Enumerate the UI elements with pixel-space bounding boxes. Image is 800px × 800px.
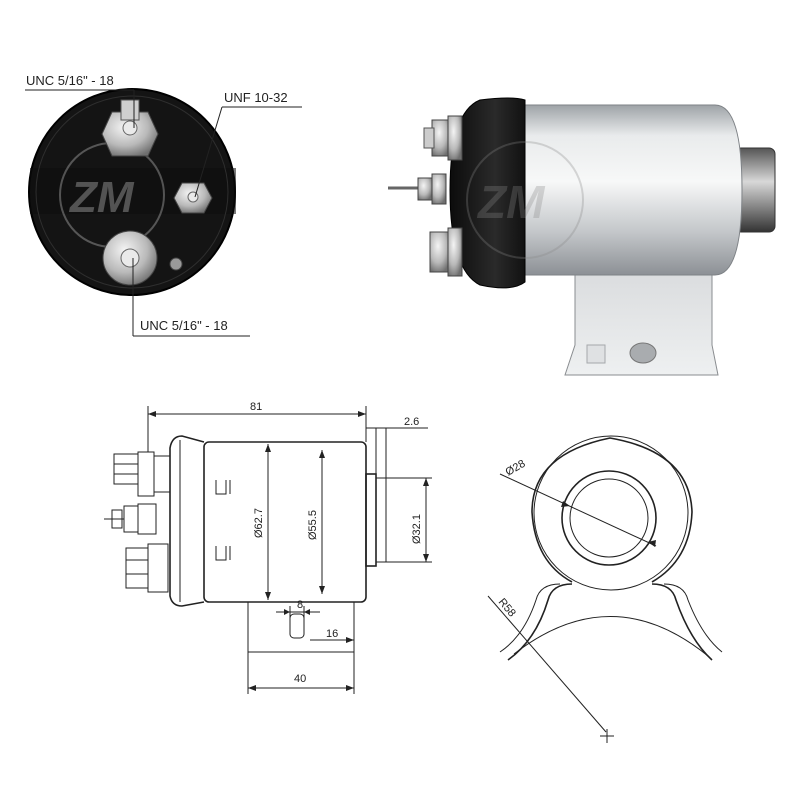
dim-label-16: 16 bbox=[326, 628, 338, 640]
callout-bottom-terminal: UNC 5/16" - 18 bbox=[140, 318, 228, 333]
side-top-terminal bbox=[113, 451, 171, 497]
end-bore-outer bbox=[561, 470, 657, 566]
cap-rim bbox=[35, 95, 229, 289]
dim-label-81: 81 bbox=[250, 401, 262, 413]
end-bracket-left-leg-outer bbox=[499, 583, 561, 653]
svg-text:ZM: ZM bbox=[68, 173, 135, 222]
callout-top-terminal: UNC 5/16" - 18 bbox=[26, 73, 114, 88]
solenoid-body bbox=[509, 104, 743, 276]
side-slot-top-a bbox=[215, 480, 227, 495]
side-view-drawing: 81 2.6 Ø62.7 Ø55.5 Ø32.1 8 16 bbox=[104, 401, 432, 694]
dim-line-58 bbox=[487, 595, 607, 733]
end-bracket-right-leg bbox=[651, 583, 713, 661]
terminal-end-view: ZM UNC 5/16" - 18 UNF 10-32 UNC 5/16" - … bbox=[25, 73, 302, 337]
dim-label-28: Ø28 bbox=[504, 458, 528, 479]
photo-small-stud bbox=[388, 173, 447, 205]
side-bottom-terminal bbox=[125, 543, 169, 593]
photo-bottom-stud bbox=[429, 227, 463, 277]
dim-label-58: R58 bbox=[496, 596, 518, 619]
side-cap-outline bbox=[169, 435, 205, 607]
side-plunger bbox=[375, 477, 387, 563]
small-terminal-stud bbox=[173, 182, 213, 214]
bracket-end-view: Ø28 R58 bbox=[487, 435, 723, 743]
end-body-circle bbox=[533, 435, 689, 591]
dim-label-40: 40 bbox=[294, 673, 306, 685]
dim-label-8: 8 bbox=[297, 599, 303, 611]
zm-watermark-photo: ZM bbox=[466, 141, 584, 259]
dim-line-28 bbox=[499, 473, 657, 547]
side-bracket bbox=[247, 602, 355, 653]
end-bracket-left-leg bbox=[507, 583, 573, 661]
side-plunger-flange bbox=[365, 473, 377, 567]
side-bracket-slot bbox=[289, 613, 305, 639]
bracket-tab bbox=[586, 344, 606, 364]
end-bracket-right-leg-outer bbox=[663, 583, 723, 653]
end-bore-inner bbox=[569, 478, 649, 558]
photo-top-stud bbox=[423, 115, 463, 161]
side-slot-bottom-a bbox=[215, 546, 227, 561]
callout-leader-small bbox=[194, 106, 223, 198]
svg-text:ZM: ZM bbox=[476, 176, 546, 228]
dim-label-32-1: Ø32.1 bbox=[411, 514, 423, 544]
dim-label-55-5: Ø55.5 bbox=[307, 510, 319, 540]
bottom-terminal-stud bbox=[102, 230, 183, 286]
dim-label-62-7: Ø62.7 bbox=[253, 508, 265, 538]
dim-label-2-6: 2.6 bbox=[404, 416, 419, 428]
bracket-hole bbox=[629, 342, 657, 364]
callout-small-terminal: UNF 10-32 bbox=[224, 90, 288, 105]
end-bracket-arc bbox=[513, 616, 709, 657]
side-body-outline bbox=[203, 441, 367, 603]
solenoid-product-photo: ZM bbox=[388, 97, 776, 376]
side-small-terminal bbox=[104, 503, 157, 535]
end-outer-contour bbox=[531, 437, 693, 583]
